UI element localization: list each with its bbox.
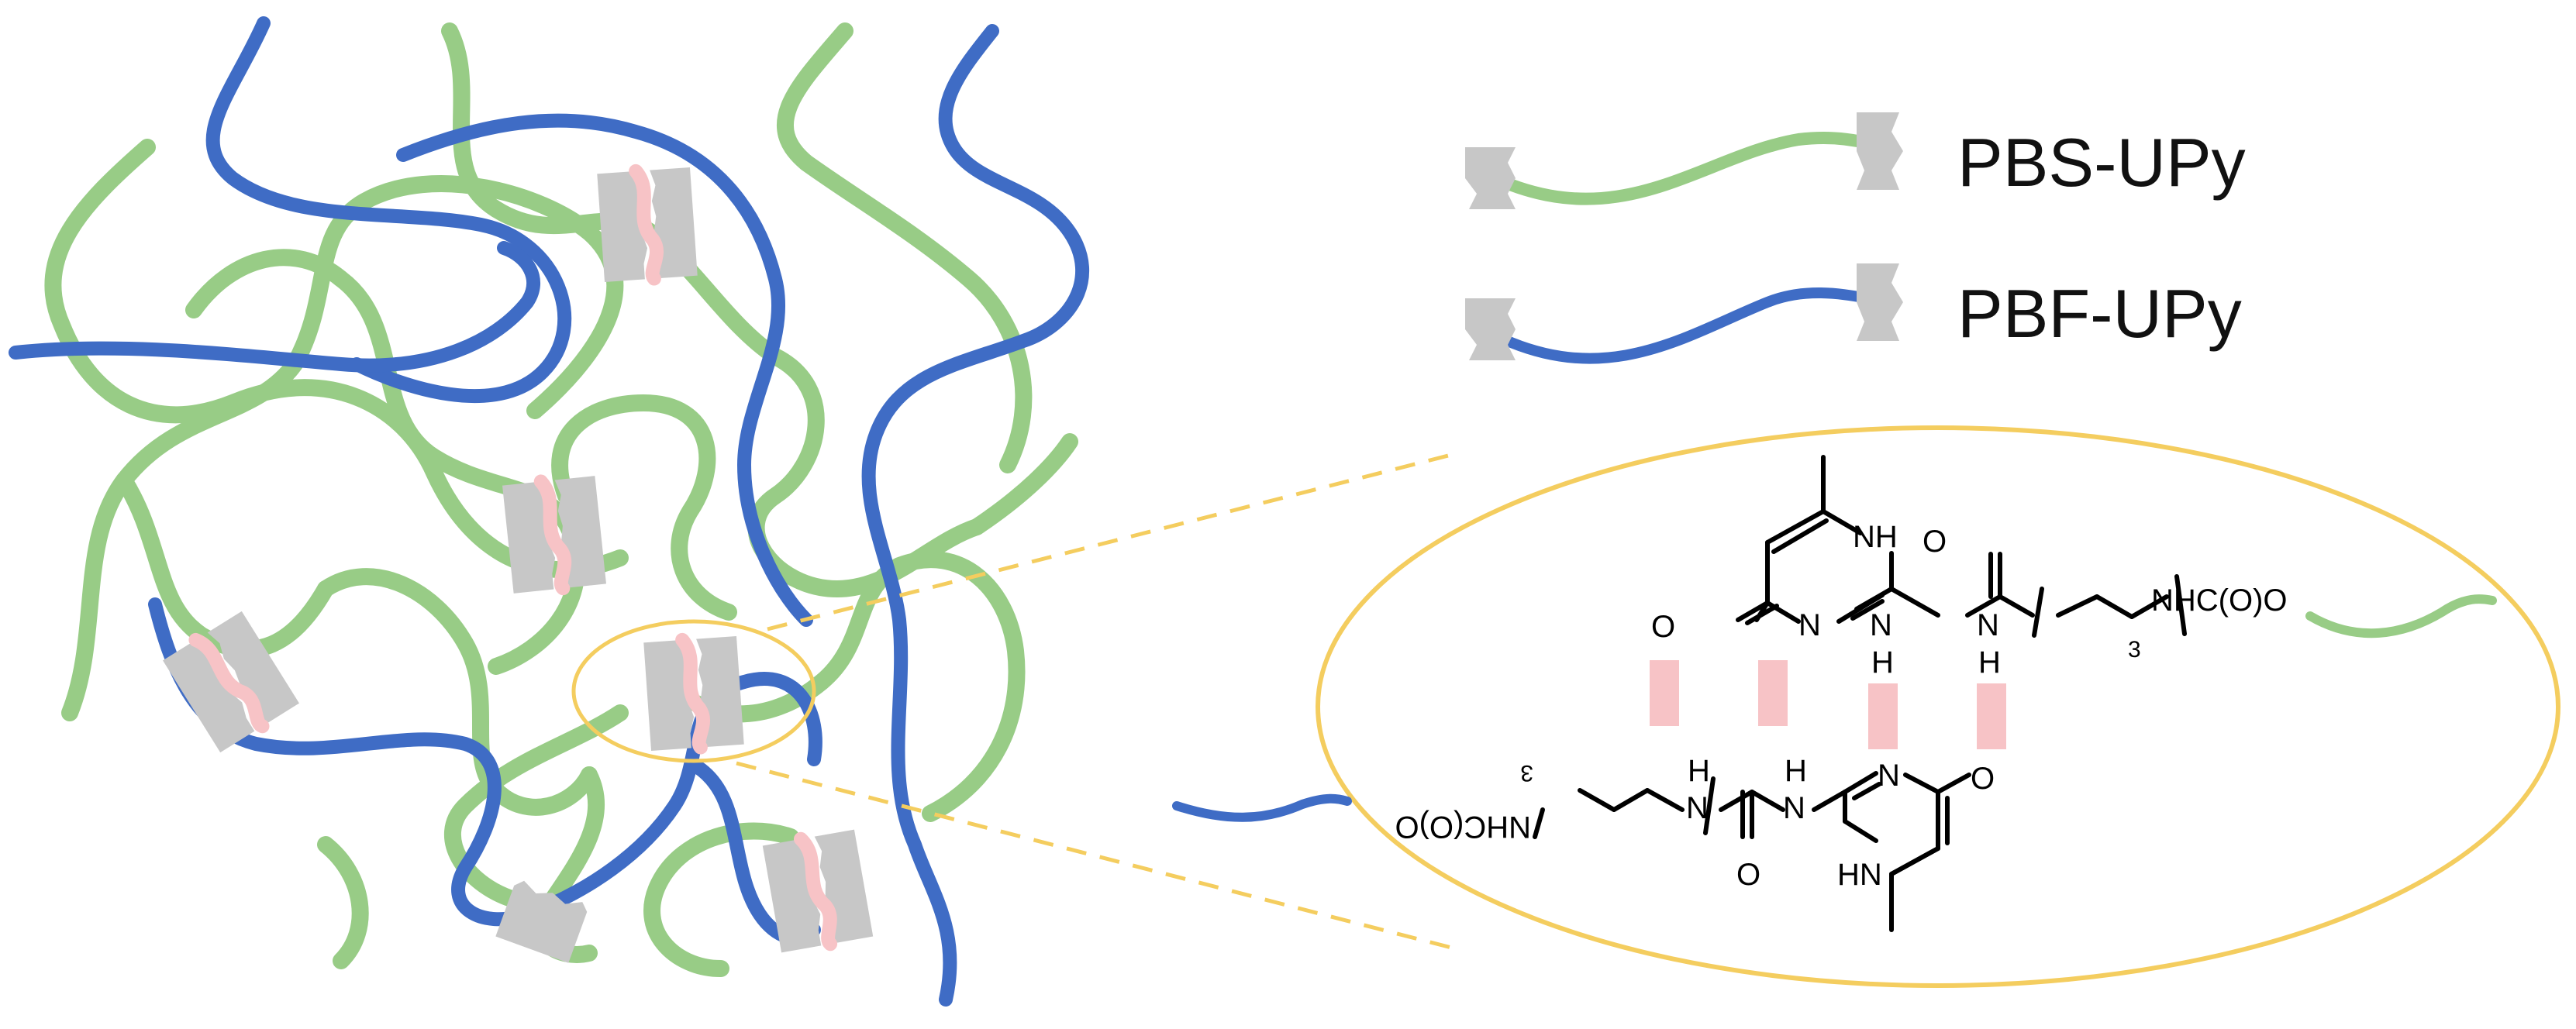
hydrogen-bonds	[1650, 660, 2006, 749]
atom-n-ring: N	[1878, 759, 1900, 793]
legend-upy-end-right	[1857, 112, 1903, 190]
zoom-source-ellipse	[571, 619, 816, 763]
legend-label-pbf: PBF-UPy	[1957, 275, 2242, 352]
zoom-indicator	[571, 425, 2560, 988]
pbs-chain	[776, 22, 1033, 473]
zoom-detail-ellipse	[1316, 425, 2560, 988]
pbf-chain	[396, 113, 813, 627]
atom-n-urea2: N	[1686, 791, 1709, 825]
bottom-tail-chain	[1172, 793, 1352, 822]
atom-o-urea: O	[1736, 858, 1760, 892]
legend-upy-end-left	[1465, 298, 1516, 360]
tail-group: NHC(O)O	[1395, 810, 1531, 844]
upy-dimer-block	[643, 636, 743, 751]
repeat-count: 3	[1520, 760, 1533, 786]
legend-upy-end-right	[1857, 263, 1903, 341]
atom-hn-ring: HN	[1837, 858, 1882, 892]
atom-o-urea: O	[1923, 525, 1947, 559]
atom-o-ketone: O	[1651, 610, 1675, 644]
hbond	[1977, 683, 2006, 749]
pbs-chain	[551, 394, 737, 621]
zoom-connector-top	[767, 451, 1458, 632]
atom-o-ketone: O	[1971, 762, 1995, 796]
legend-label-pbs: PBS-UPy	[1957, 124, 2246, 201]
pbs-chain	[643, 822, 799, 977]
atom-n-urea2: N	[1977, 608, 1999, 642]
upy-dimer-block	[763, 830, 873, 953]
upy-dimer-structure: NH N O O N H N H 3 NHC(O)O	[1172, 455, 2497, 932]
bottom-molecule-labels: HN N O O N H N H 3 NHC(O)O	[1395, 754, 1995, 892]
atom-n-ring: N	[1798, 608, 1821, 642]
pbf-chain	[9, 241, 541, 373]
legend-item-pbf: PBF-UPy	[1465, 263, 2242, 364]
pbs-chain	[317, 568, 598, 816]
upy-dimer-block	[597, 167, 697, 282]
legend: PBS-UPy PBF-UPy	[1465, 112, 2246, 364]
atom-n-urea1: N	[1783, 791, 1805, 825]
bottom-molecule-bonds	[1533, 771, 1971, 932]
legend-pbs-chain	[1498, 131, 1874, 205]
top-molecule-labels: NH N O O N H N H 3 NHC(O)O	[1651, 520, 2288, 680]
pbs-chain	[185, 249, 585, 675]
pbf-chains	[9, 16, 1090, 1007]
top-molecule-bonds	[1736, 455, 2187, 638]
hbond	[1650, 660, 1679, 726]
pbs-chain	[317, 836, 369, 969]
hbond	[1868, 683, 1898, 749]
tail-group: NHC(O)O	[2151, 583, 2288, 618]
top-tail-chain	[2305, 594, 2497, 638]
atom-h-urea2: H	[1688, 754, 1710, 788]
atom-h-urea1: H	[1871, 645, 1894, 680]
legend-item-pbs: PBS-UPy	[1465, 112, 2246, 209]
hbond	[1758, 660, 1788, 726]
pbf-chain	[205, 16, 572, 403]
legend-pbf-chain	[1498, 287, 1874, 364]
pbf-chain	[861, 24, 1090, 1007]
atom-nh-ring: NH	[1853, 520, 1898, 554]
pbs-chain	[968, 433, 1078, 535]
pbs-chain	[443, 704, 629, 907]
zoom-connector-bottom	[736, 761, 1458, 952]
repeat-count: 3	[2128, 637, 2141, 662]
legend-upy-end-left	[1465, 147, 1516, 209]
atom-h-urea1: H	[1785, 754, 1807, 788]
atom-h-urea2: H	[1978, 645, 2001, 680]
atom-n-urea1: N	[1870, 608, 1892, 642]
